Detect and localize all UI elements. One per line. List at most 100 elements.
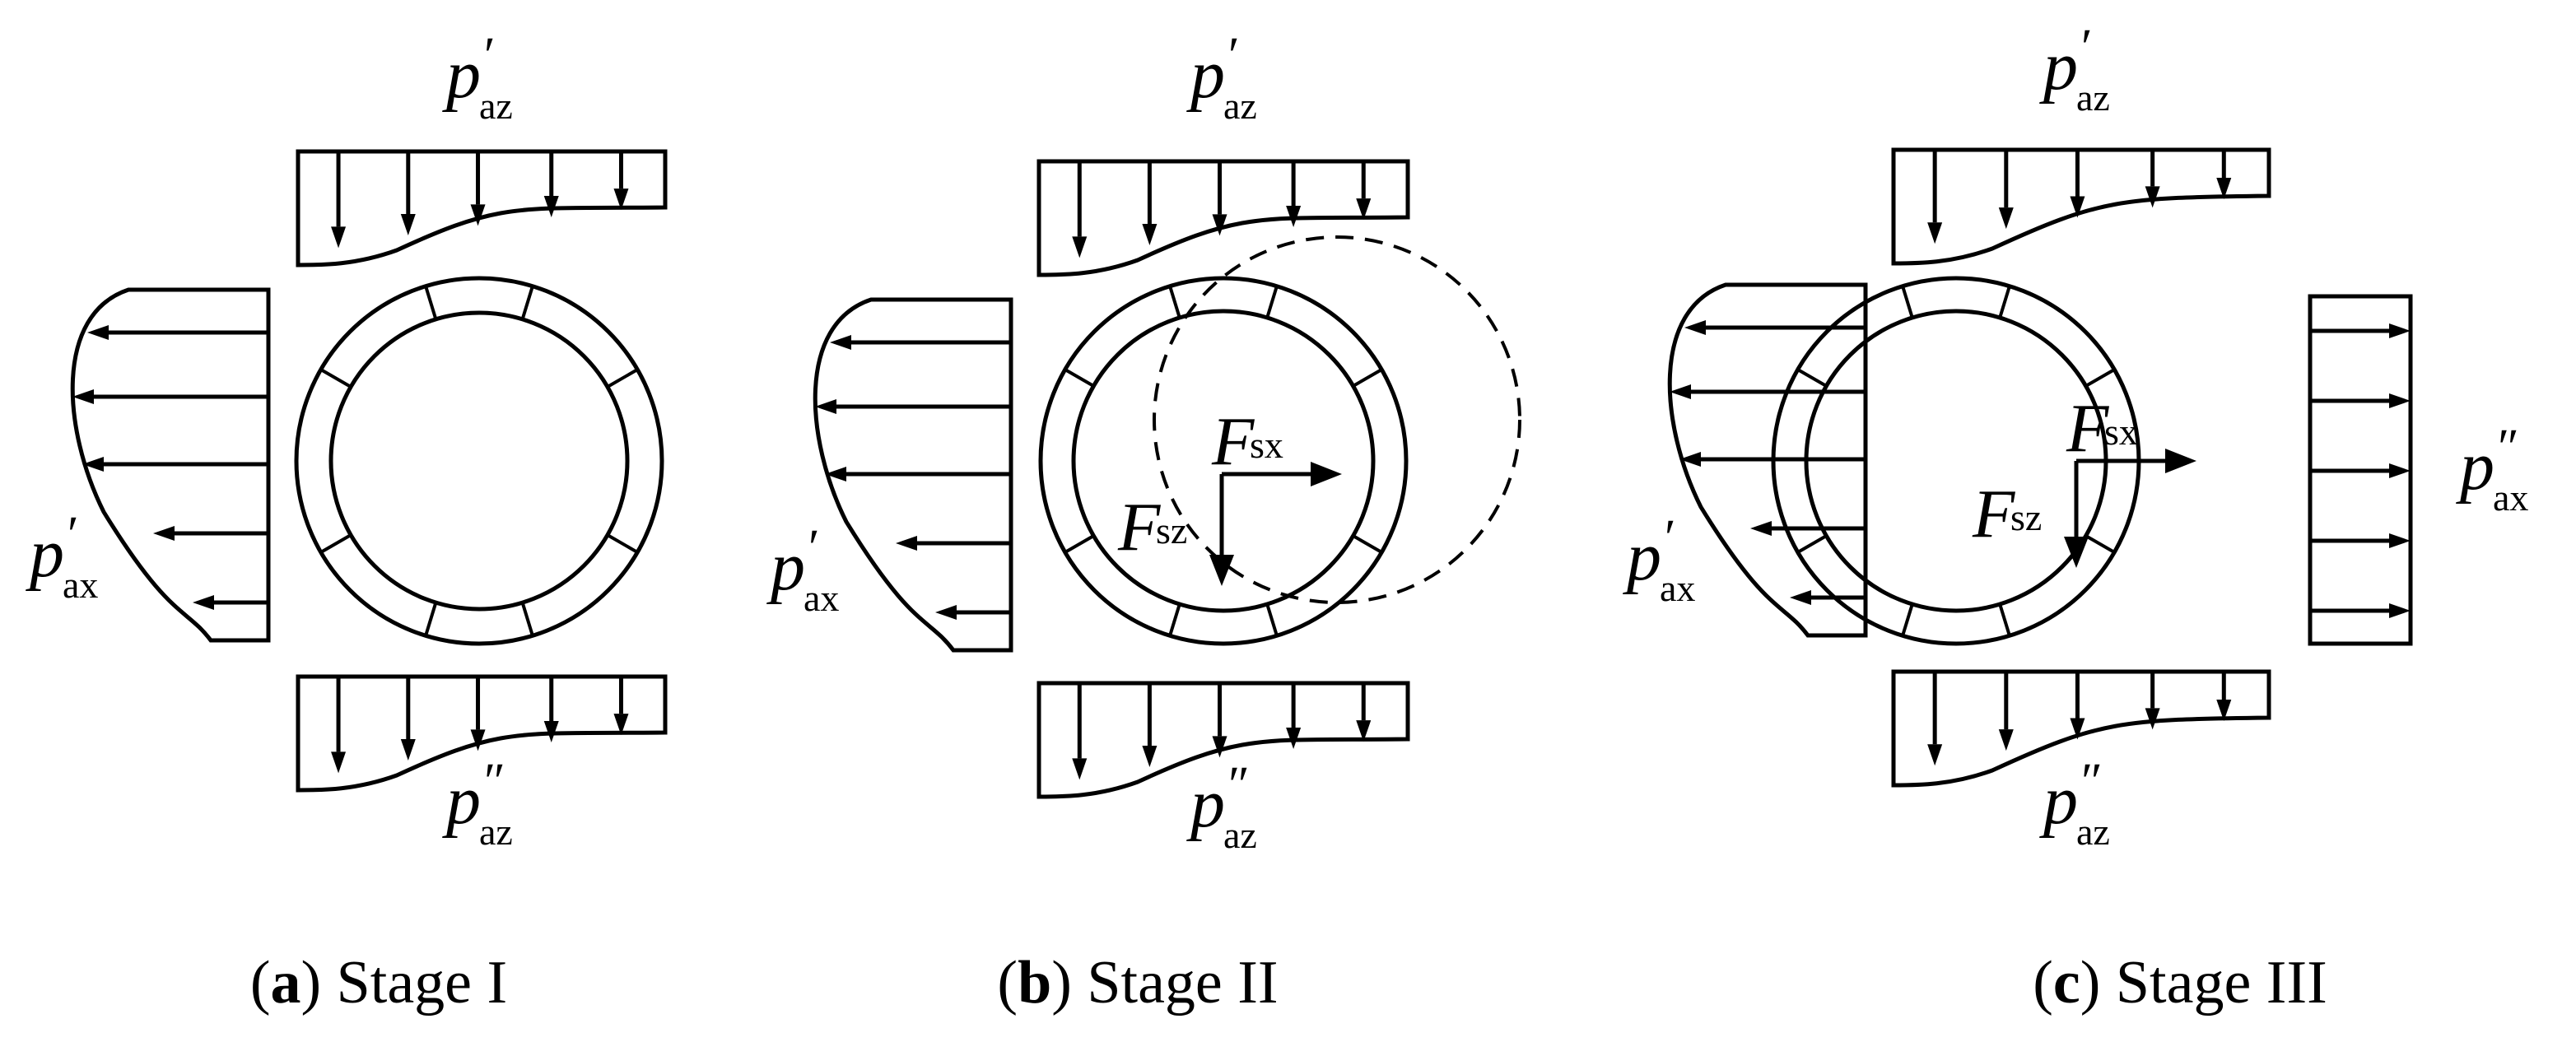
label-F-sz: Fsz — [1972, 476, 2042, 552]
arrow-head — [2389, 393, 2411, 408]
load-arrow — [72, 389, 268, 404]
arrow-head — [1212, 736, 1227, 758]
subscript: sx — [2104, 411, 2138, 453]
segment-joint — [1998, 603, 2011, 636]
load-arrow — [543, 677, 559, 742]
right-load-diagram — [2308, 294, 2413, 646]
caption-stage: Stage I — [337, 949, 508, 1016]
load-arrow — [87, 325, 268, 340]
load-arrow — [153, 526, 268, 541]
arrow-head — [331, 751, 347, 774]
p-symbol: p — [2456, 428, 2494, 505]
arrow-head — [193, 595, 214, 610]
load-outline — [70, 287, 271, 643]
segment-joint — [1901, 286, 1914, 319]
arrow-head — [1072, 758, 1088, 780]
arrow-head — [82, 457, 104, 472]
arrow-head — [2389, 323, 2411, 338]
prime-mark: ′ — [68, 507, 79, 563]
caption-close-paren: ) — [300, 949, 336, 1016]
label-p-ax-left: p′ax — [766, 520, 839, 619]
label-F-sx: Fsx — [1211, 403, 1283, 480]
segment-joint — [2085, 534, 2116, 554]
arrow-head — [1209, 555, 1234, 586]
panel-stage-1: p′azp″azp′ax(a) Stage I — [26, 28, 668, 1016]
top-load-diagram — [296, 149, 668, 267]
label-p-az-top: p′az — [1186, 28, 1257, 127]
segment-joint — [319, 368, 352, 388]
load-arrow — [470, 151, 486, 226]
prime-mark: ″ — [2498, 420, 2519, 476]
p-symbol: p — [26, 515, 64, 592]
F-symbol: F — [1972, 476, 2016, 552]
segment-joint — [1352, 534, 1383, 554]
subscript: az — [479, 811, 513, 853]
load-outline — [1667, 282, 1868, 638]
segment-joint — [1064, 534, 1095, 554]
load-arrow — [1927, 150, 1943, 244]
load-arrow — [2216, 150, 2232, 200]
arrow-head — [613, 188, 629, 211]
label-p-az-bottom: p″az — [1186, 757, 1257, 856]
panel-caption: (b) Stage II — [997, 949, 1278, 1016]
tunnel-lining — [1038, 276, 1409, 646]
load-arrow — [543, 151, 559, 217]
arrow-head — [153, 526, 175, 541]
bottom-load-diagram — [296, 674, 668, 793]
subscript: az — [2076, 811, 2110, 853]
arrow-head — [2070, 718, 2085, 740]
left-load-diagram — [70, 287, 271, 643]
caption-stage: Stage II — [1087, 949, 1278, 1016]
arrow-head — [543, 720, 559, 742]
arrow-head — [2216, 178, 2232, 200]
force-sz-arrow — [1209, 474, 1234, 586]
arrow-head — [2389, 533, 2411, 548]
force-sx-arrow — [1222, 462, 1342, 486]
prime-mark: ″ — [484, 754, 505, 810]
load-arrow — [2070, 672, 2085, 740]
arrow-head — [1311, 462, 1342, 486]
arrow-head — [1356, 198, 1372, 221]
segment-joint — [424, 602, 438, 636]
arrow-head — [400, 214, 416, 236]
dashed-deformation-circle — [1153, 235, 1521, 604]
load-outline — [296, 149, 668, 267]
p-symbol: p — [1186, 765, 1225, 842]
load-arrow — [613, 151, 629, 211]
caption-close-paren: ) — [2080, 949, 2116, 1016]
arrow-head — [2145, 708, 2160, 730]
load-arrow — [1750, 521, 1866, 536]
arrow-head — [1670, 384, 1691, 399]
load-arrow — [1212, 683, 1227, 758]
load-arrow — [331, 677, 347, 774]
force-sx-arrow — [2076, 449, 2196, 473]
load-arrow — [1286, 161, 1302, 227]
load-arrow — [2310, 603, 2411, 618]
p-symbol: p — [1186, 36, 1225, 113]
load-outline — [1891, 669, 2271, 788]
load-arrow — [1790, 590, 1866, 605]
top-load-diagram — [1891, 147, 2271, 266]
subscript: ax — [1660, 567, 1695, 609]
load-outline — [1891, 147, 2271, 266]
bottom-load-diagram — [1036, 681, 1410, 799]
arrow-head — [1142, 746, 1158, 768]
arrow-head — [2165, 449, 2196, 473]
load-arrow — [400, 151, 416, 236]
caption-open-paren: ( — [2033, 949, 2053, 1016]
arrow-head — [1356, 720, 1372, 742]
arrow-head — [1998, 207, 2014, 230]
arrow-head — [1142, 224, 1158, 246]
arrow-head — [815, 399, 836, 414]
segment-joint — [1998, 286, 2011, 319]
arrow-head — [1927, 222, 1943, 244]
arrow-head — [1750, 521, 1772, 536]
caption-letter: b — [1018, 949, 1051, 1016]
p-symbol: p — [2039, 28, 2078, 105]
segment-joint — [1168, 603, 1181, 636]
prime-mark: ′ — [484, 28, 496, 84]
arrow-head — [2145, 186, 2160, 208]
load-arrow — [1679, 452, 1866, 467]
load-arrow — [1998, 150, 2014, 230]
